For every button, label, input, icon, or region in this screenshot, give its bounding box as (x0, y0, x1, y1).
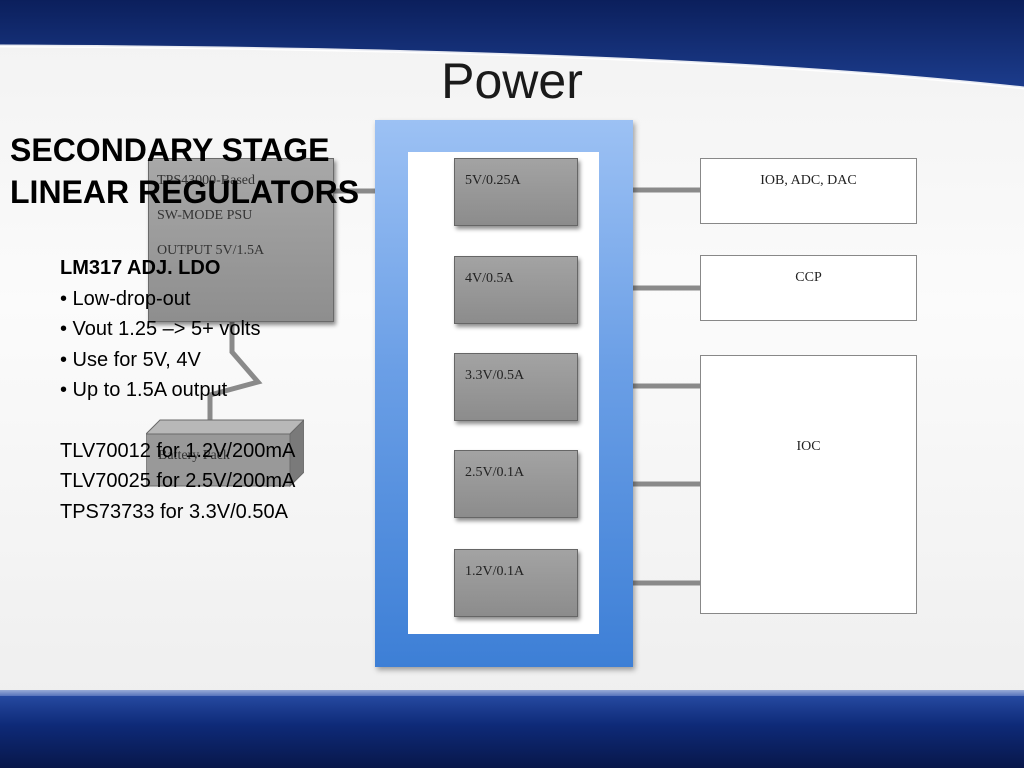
load-ioc: IOC (700, 355, 917, 614)
section-heading-line2: LINEAR REGULATORS (10, 173, 360, 210)
ldo-bullet: • Use for 5V, 4V (60, 348, 201, 371)
spacer (60, 406, 380, 436)
ldo-bullet: • Vout 1.25 –> 5+ volts (60, 318, 261, 340)
psu-label-line1: TPS43000-Based (157, 173, 255, 188)
load-label: CCP (795, 270, 822, 285)
section-heading: SECONDARY STAGE LINEAR REGULATORS (10, 130, 370, 213)
part-line: TLV70012 for 1.2V/200mA (60, 439, 296, 462)
psu-block: TPS43000-Based SW-MODE PSU OUTPUT 5V/1.5… (148, 158, 334, 322)
battery-pack-label: Battery Pack (158, 448, 230, 463)
ldo-bullet: • Low-drop-out (60, 287, 191, 310)
regulator-2v5: 2.5V/0.1A (454, 450, 578, 518)
ldo-bullet: • Up to 1.5A output (60, 379, 228, 401)
regulator-label: 4V/0.5A (465, 271, 514, 286)
ldo-title: LM317 ADJ. LDO (60, 257, 221, 279)
battery-pack-block (146, 419, 304, 488)
regulator-5v: 5V/0.25A (454, 158, 578, 226)
regulator-1v2: 1.2V/0.1A (454, 549, 578, 617)
psu-label-line2: SW-MODE PSU (157, 208, 253, 223)
section-heading-line1: SECONDARY STAGE (10, 132, 330, 168)
part-line: TLV70025 for 2.5V/200mA (60, 470, 296, 492)
regulator-label: 1.2V/0.1A (465, 564, 525, 579)
slide-title: Power (441, 53, 583, 109)
regulator-label: 2.5V/0.1A (465, 465, 525, 480)
part-line: TPS73733 for 3.3V/0.50A (60, 500, 288, 523)
header-wave (0, 0, 1024, 90)
regulator-4v: 4V/0.5A (454, 256, 578, 324)
load-ccp: CCP (700, 255, 917, 321)
load-iob-adc-dac: IOB, ADC, DAC (700, 158, 917, 224)
regulator-label: 5V/0.25A (465, 173, 521, 188)
regulator-label: 3.3V/0.5A (465, 368, 525, 383)
regulator-3v3: 3.3V/0.5A (454, 353, 578, 421)
body-text: LM317 ADJ. LDO • Low-drop-out • Vout 1.2… (60, 253, 380, 527)
footer-band (0, 690, 1024, 768)
load-label: IOB, ADC, DAC (760, 173, 857, 188)
footer-divider (0, 690, 1024, 696)
load-label: IOC (796, 439, 821, 454)
psu-label-line3: OUTPUT 5V/1.5A (157, 243, 265, 258)
